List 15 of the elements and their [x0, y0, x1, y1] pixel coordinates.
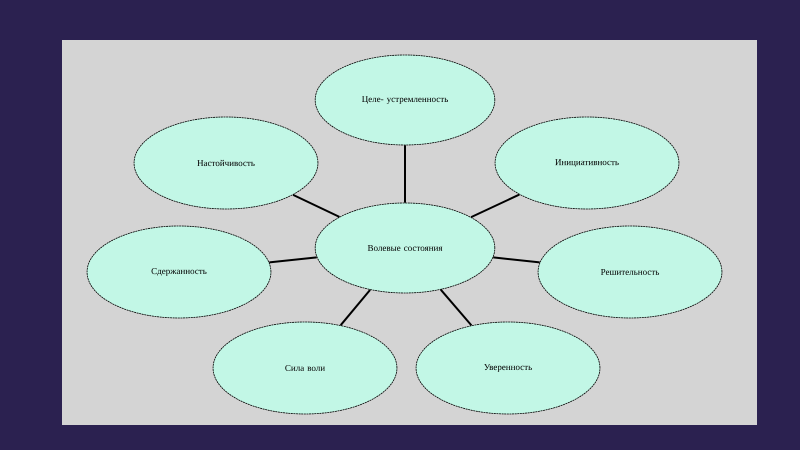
- connector-line: [470, 194, 520, 218]
- connector-line: [493, 256, 540, 264]
- connector-line: [340, 289, 371, 326]
- connector-line: [440, 289, 472, 326]
- connector-line: [269, 256, 317, 264]
- ellipse-node: Решительность: [538, 226, 722, 318]
- ellipse-node: Волевые состояния: [314, 202, 496, 294]
- ellipse-node: Целе- устремленность: [314, 54, 496, 146]
- ellipse-node: Сдержанность: [86, 226, 272, 318]
- ellipse-node: Уверенность: [416, 322, 600, 414]
- ellipse-node: Настойчивость: [134, 116, 318, 210]
- connector-line: [292, 194, 340, 218]
- connector-line: [404, 145, 406, 203]
- ellipse-node: Инициативность: [494, 116, 680, 210]
- ellipse-node: Сила воли: [212, 322, 398, 414]
